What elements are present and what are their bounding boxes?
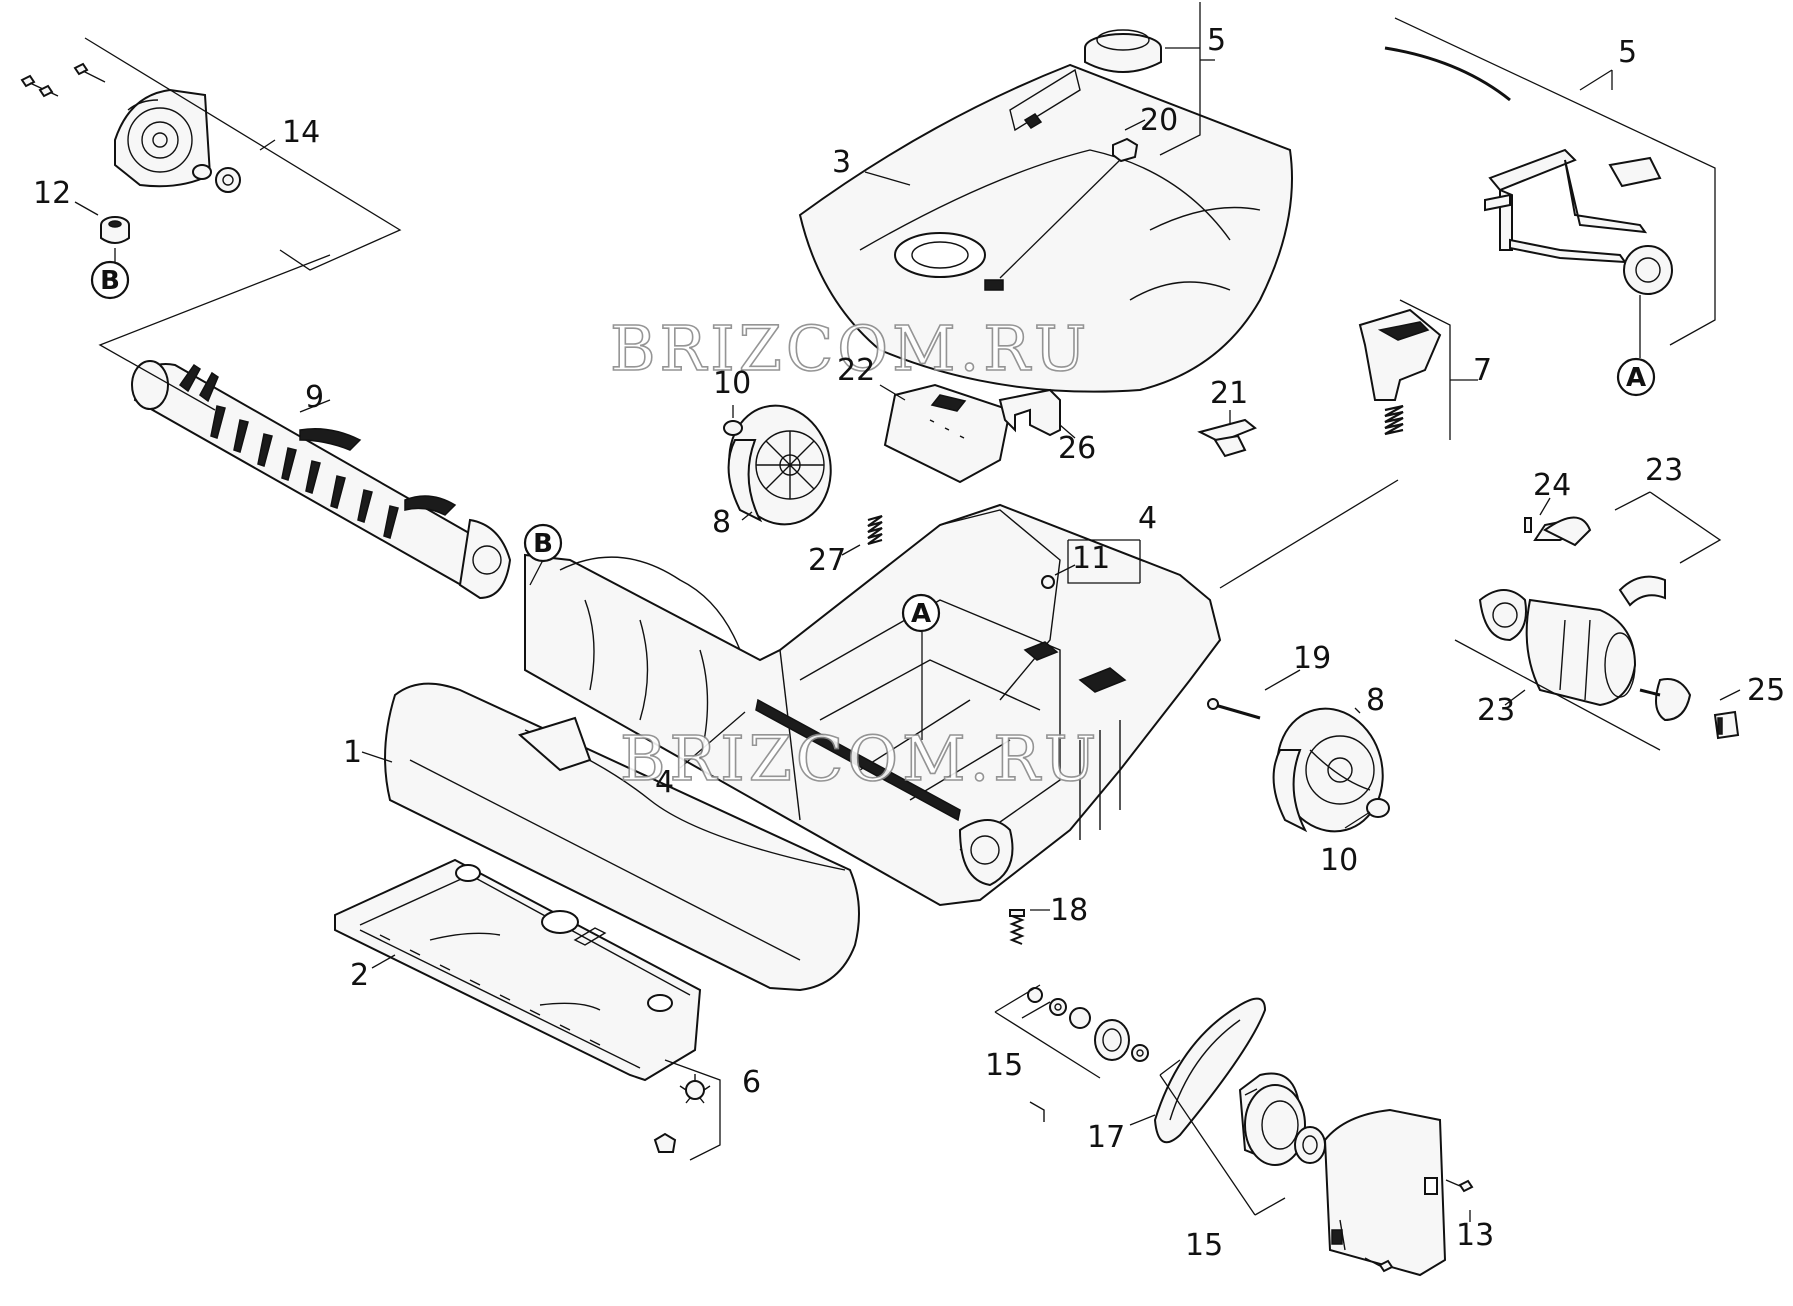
part-clip-small (1112, 137, 1139, 163)
part-drive-cover (1323, 1108, 1447, 1277)
ref-marker-a-right: A (1616, 357, 1656, 397)
leader-lines (74, 2, 1741, 1222)
label-part-19: 19 (1293, 641, 1331, 676)
part-screws-bottom-right (1364, 1179, 1474, 1273)
part-circuit-board (883, 383, 1012, 484)
label-part-24: 24 (1533, 468, 1571, 503)
part-pedal (1358, 308, 1442, 436)
part-knob (1084, 29, 1162, 73)
part-gear-pulley (1238, 1072, 1326, 1166)
label-part-23-top: 23 (1645, 453, 1683, 488)
label-part-26: 26 (1058, 431, 1096, 466)
part-screw-18 (1009, 909, 1025, 945)
part-wheel-lower (1272, 707, 1384, 833)
label-part-22: 22 (837, 353, 875, 388)
part-bushing (100, 216, 130, 244)
ref-marker-b-left: B (90, 260, 130, 300)
label-part-15-bottom: 15 (1185, 1228, 1223, 1263)
label-part-27: 27 (808, 543, 846, 578)
part-handle-frame (1384, 46, 1673, 295)
ref-letter: B (533, 529, 553, 559)
ref-marker-b-center: B (523, 523, 563, 563)
part-axle (1207, 698, 1261, 720)
ref-letter: A (1626, 363, 1646, 393)
part-wheel-upper (727, 404, 832, 526)
part-motor (1478, 516, 1740, 740)
part-screws-top-left (20, 62, 106, 98)
watermark-center: BRIZCOM.RU (620, 722, 1100, 795)
label-part-10-upper: 10 (713, 366, 751, 401)
label-part-12: 12 (33, 176, 71, 211)
label-part-9: 9 (305, 380, 324, 415)
label-part-5-handle: 5 (1618, 35, 1637, 70)
part-wheel-caps (723, 420, 1390, 818)
part-bearings (1027, 987, 1149, 1122)
label-part-23-bottom: 23 (1477, 693, 1515, 728)
label-part-17: 17 (1087, 1120, 1125, 1155)
label-part-8-lower: 8 (1366, 683, 1385, 718)
label-part-13: 13 (1456, 1218, 1494, 1253)
ref-letter: A (911, 599, 931, 629)
label-part-3: 3 (832, 145, 851, 180)
ref-marker-a-center: A (901, 593, 941, 633)
label-part-1: 1 (343, 735, 362, 770)
part-number-labels: 1 2 3 4 4 5 5 6 7 8 8 9 10 10 11 12 13 1… (33, 23, 1785, 1263)
part-brush-bristles (178, 363, 457, 539)
label-part-15-top: 15 (985, 1048, 1023, 1083)
label-part-14: 14 (282, 115, 320, 150)
label-part-4-housing: 4 (655, 765, 674, 800)
part-latch (1197, 418, 1257, 458)
part-drive-belt (1153, 997, 1267, 1144)
part-cover-shell (384, 682, 860, 992)
label-part-25: 25 (1747, 673, 1785, 708)
part-washer (1041, 575, 1055, 589)
watermark-top: BRIZCOM.RU (610, 312, 1090, 385)
label-part-2: 2 (350, 958, 369, 993)
part-clips (653, 1074, 711, 1153)
label-part-11: 11 (1072, 541, 1110, 576)
label-part-5-knob: 5 (1207, 23, 1226, 58)
label-part-21: 21 (1210, 376, 1248, 411)
part-side-cover-left (114, 88, 241, 193)
label-part-18: 18 (1050, 893, 1088, 928)
part-spring (867, 514, 883, 546)
part-main-housing (524, 503, 1222, 907)
ref-letter: B (100, 266, 120, 296)
part-top-cover (798, 63, 1293, 393)
label-part-7: 7 (1473, 353, 1492, 388)
part-bracket (998, 388, 1061, 437)
label-part-10-lower: 10 (1320, 843, 1358, 878)
label-part-6: 6 (742, 1065, 761, 1100)
label-part-8-upper: 8 (712, 505, 731, 540)
part-base-plate (334, 858, 702, 1082)
label-part-4-bracket: 4 (1138, 501, 1157, 536)
label-part-20: 20 (1140, 103, 1178, 138)
